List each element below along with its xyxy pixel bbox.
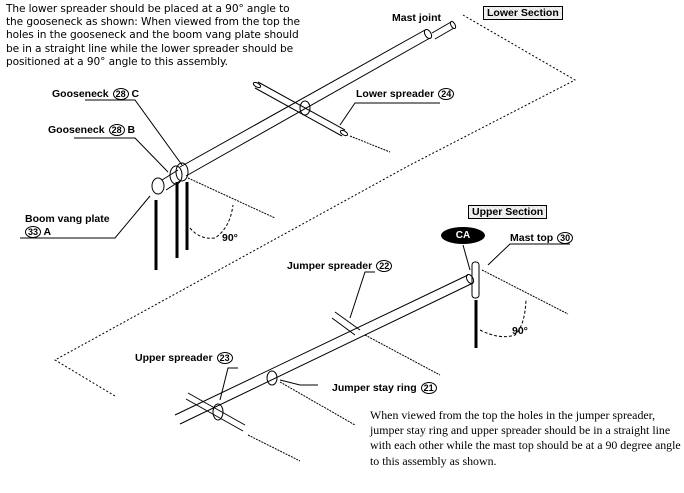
- lower-spreader-part: [252, 81, 391, 153]
- label-boom-vang-text: Boom vang plate: [25, 213, 110, 225]
- jumper-spreader-part: [331, 311, 441, 376]
- upper-mast-tube: [174, 273, 475, 425]
- jumper-stay-ring-part: [266, 370, 356, 426]
- part-number-mast-top: 30: [557, 232, 574, 244]
- mast-joint-part: [431, 20, 457, 40]
- leader-mast-top: [487, 243, 570, 266]
- mast-top-part: [471, 261, 569, 348]
- gooseneck-assembly: [151, 162, 276, 219]
- upper-assembly-instruction: When viewed from the top the holes in th…: [370, 408, 681, 468]
- lower-mast-tube: [179, 28, 433, 177]
- lower-assembly-instruction: The lower spreader should be placed at a…: [6, 3, 300, 68]
- leader-gooseneck-c: [85, 99, 183, 166]
- label-upper-spreader-text: Upper spreader: [135, 352, 213, 364]
- leader-lower-spreader: [339, 102, 440, 126]
- leader-upper-spreader: [219, 367, 238, 401]
- angle-label-upper: 90°: [512, 325, 528, 337]
- upper-section-label: Upper Section: [468, 205, 548, 219]
- leader-gooseneck-b: [74, 137, 169, 173]
- label-mast-joint: Mast joint: [392, 12, 441, 24]
- lower-section-label: Lower Section: [483, 6, 563, 20]
- ca-badge: CA: [441, 227, 485, 244]
- label-gooseneck-c-text: Gooseneck: [52, 88, 109, 100]
- leader-boom-vang: [20, 195, 151, 239]
- angle-label-lower: 90°: [222, 232, 238, 244]
- leader-jumper-spreader: [349, 271, 375, 319]
- label-gooseneck-c-letter: C: [131, 88, 140, 100]
- label-boom-vang-plate: Boom vang plate 33 A: [25, 213, 110, 239]
- part-number-gooseneck-b: 28: [108, 124, 125, 136]
- label-gooseneck-b-letter: B: [127, 124, 136, 136]
- part-number-jumper-spreader: 22: [376, 260, 393, 272]
- part-number-gooseneck-c: 28: [112, 88, 129, 100]
- label-mast-top-text: Mast top: [510, 232, 554, 244]
- label-lower-spreader-text: Lower spreader: [356, 88, 435, 100]
- part-number-lower-spreader: 24: [438, 88, 455, 100]
- label-jumper-spreader-text: Jumper spreader: [287, 260, 373, 272]
- vertical-arrows: [154, 182, 189, 270]
- leader-ca: [462, 244, 471, 271]
- part-number-jumper-stay-ring: 21: [420, 382, 437, 394]
- label-jumper-stay-ring-text: Jumper stay ring: [332, 382, 417, 394]
- leader-jumper-stay-ring: [279, 379, 318, 386]
- label-boom-vang-letter: A: [43, 226, 52, 238]
- upper-spreader-part: [185, 392, 301, 462]
- label-gooseneck-b-text: Gooseneck: [48, 124, 105, 136]
- part-number-boom-vang: 33: [25, 226, 42, 238]
- part-number-upper-spreader: 23: [216, 352, 233, 364]
